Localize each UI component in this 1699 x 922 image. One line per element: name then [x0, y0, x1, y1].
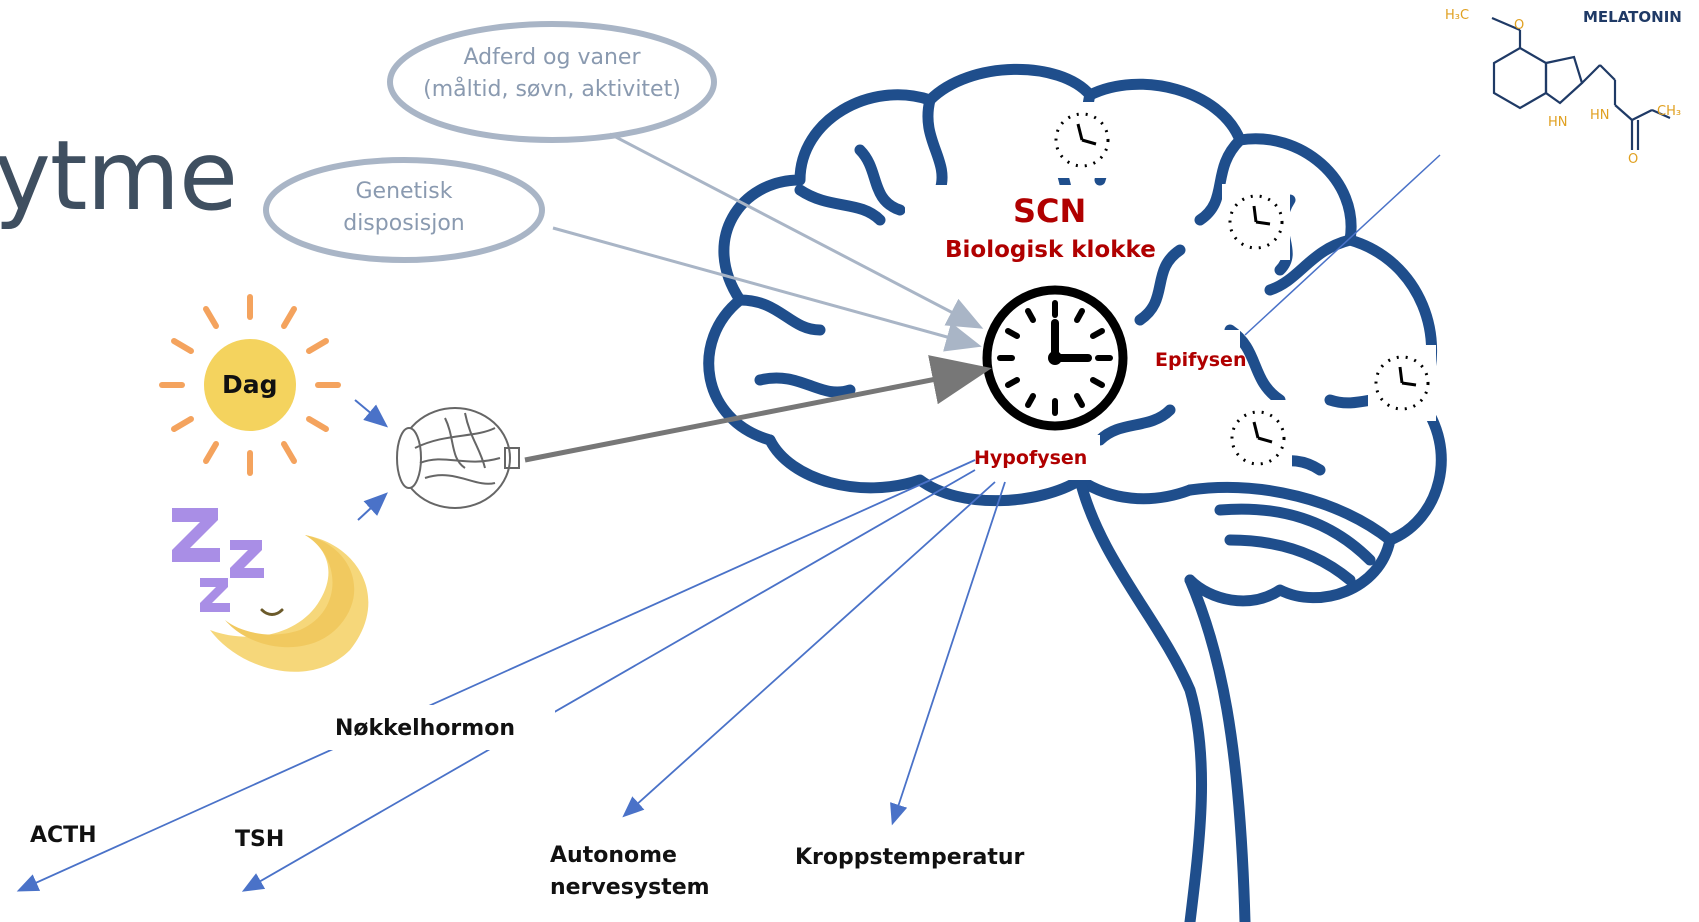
behavior-bubble-text: Adferd og vaner (måltid, søvn, aktivitet…: [412, 42, 692, 106]
tsh-arrow: [245, 470, 975, 890]
acth-label: ACTH: [30, 823, 97, 848]
molecule-hn-chain: HN: [1590, 108, 1610, 123]
genetic-line1: Genetisk: [304, 176, 504, 208]
molecule-o-bottom: O: [1628, 152, 1638, 167]
genetic-bubble-text: Genetisk disposisjon: [304, 176, 504, 240]
tsh-label: TSH: [235, 827, 284, 852]
clock-icon: [1222, 184, 1290, 260]
clock-icon: [1044, 102, 1120, 178]
autonomic-line2: nervesystem: [550, 872, 710, 904]
moon-icon: [210, 535, 368, 672]
molecule-icon: [1492, 18, 1670, 150]
day-to-eye-arrow: [355, 400, 385, 425]
scn-title: SCN: [1013, 192, 1086, 230]
key-hormone-label: Nøkkelhormon: [335, 716, 515, 741]
scn-subtitle: Biologisk klokke: [945, 237, 1156, 263]
night-to-eye-arrow: [358, 495, 385, 520]
autonomic-label: Autonome nervesystem: [550, 840, 710, 904]
molecule-h3c: H₃C: [1445, 8, 1469, 23]
page-title: ytme: [0, 120, 237, 232]
molecule-ch3: CH₃: [1657, 104, 1681, 119]
melatonin-title: MELATONIN: [1583, 8, 1682, 26]
clock-icon: [1368, 345, 1436, 421]
hypofysen-label: Hypofysen: [974, 447, 1087, 469]
bodytemp-label: Kroppstemperatur: [795, 845, 1024, 870]
clock-icon: [1224, 400, 1292, 476]
autonomic-line1: Autonome: [550, 840, 710, 872]
molecule-o-top: O: [1514, 18, 1524, 33]
eye-icon: [397, 408, 519, 508]
epifysen-label: Epifysen: [1155, 349, 1246, 371]
genetic-line2: disposisjon: [304, 208, 504, 240]
behavior-line2: (måltid, søvn, aktivitet): [412, 74, 692, 106]
molecule-hn-ring: HN: [1548, 115, 1568, 130]
acth-arrow: [20, 460, 975, 890]
clock-icon: [987, 290, 1123, 426]
behavior-line1: Adferd og vaner: [412, 42, 692, 74]
zzz-icon: [172, 508, 264, 612]
day-label: Dag: [222, 370, 278, 399]
bodytemp-arrow: [893, 482, 1005, 822]
autonomic-arrow: [625, 482, 995, 815]
